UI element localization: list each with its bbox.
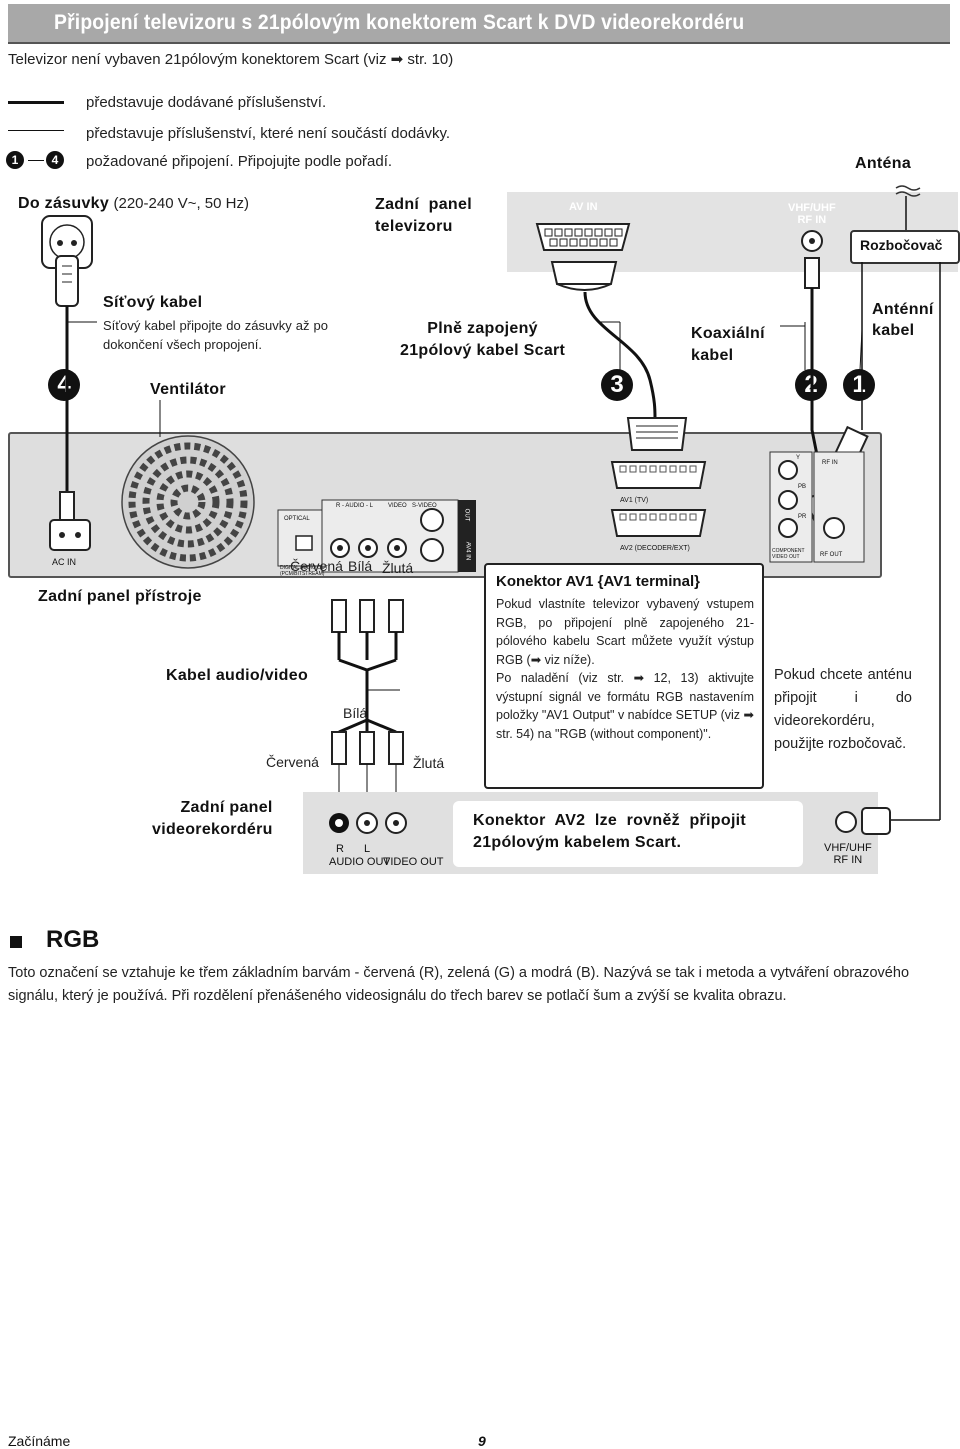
av-cable-plugs-top-icon (331, 599, 404, 660)
white-top-label: Bílá (348, 558, 373, 574)
vcr-rf-in-label: VHF/UHF RF IN (824, 842, 872, 866)
splitter-box: Rozbočovač (850, 230, 960, 264)
red-bottom-label: Červená (266, 754, 319, 770)
out-marking: OUT (463, 508, 470, 522)
solid-line-legend-icon (8, 101, 64, 104)
rf-out-marking: RF OUT (820, 552, 843, 558)
r-audio-l-marking: R - AUDIO - L (336, 503, 374, 509)
y-marking: Y (796, 455, 801, 461)
legend-step-to-icon: 4 (46, 151, 64, 169)
splitter-note: Pokud chcete anténu připojit i do videor… (774, 667, 912, 752)
tv-rear-label: Zadní panel televizoru (375, 196, 472, 235)
thin-line-legend-icon (8, 130, 64, 131)
rgb-bullet-icon (10, 936, 22, 948)
av1-info-box: Konektor AV1 {AV1 terminal} Pokud vlastn… (484, 563, 764, 789)
fan-grille-icon (121, 400, 255, 569)
antenna-icon (895, 185, 921, 230)
av2-note-box: Konektor AV2 lze rovněž připojit 21pólov… (453, 801, 803, 867)
rgb-heading: RGB (46, 926, 100, 953)
pr-marking: PR (798, 514, 807, 520)
page-number: 9 (478, 1433, 486, 1449)
tv-scart-socket-icon (535, 223, 631, 251)
step-4-icon: 4 (48, 369, 80, 401)
recorder-rear-label: Zadní panel přístroje (38, 588, 202, 605)
yellow-top-label: Žlutá (382, 560, 414, 576)
white-mid-label: Bílá (343, 705, 368, 721)
optical-marking: OPTICAL (284, 516, 310, 522)
scart-cable-label: Plně zapojený 21pólový kabel Scart (400, 320, 566, 359)
digital-audio-out-marking: DIGITAL AUDIO OUT (PCM/BITSTREAM) (280, 565, 328, 577)
av-cable-plugs-bottom-icon (331, 731, 404, 808)
s-video-marking: S-VIDEO (412, 503, 437, 509)
legend-range-text: požadované připojení. Připojujte podle p… (86, 153, 393, 170)
av1-tv-marking: AV1 (TV) (620, 497, 649, 504)
av2-note-text: Konektor AV2 lze rovněž připojit 21pólov… (473, 812, 747, 851)
power-cable-label: Síťový kabel (103, 294, 203, 311)
pb-marking: PB (798, 484, 807, 490)
step-3-icon: 3 (601, 369, 633, 401)
outlet-label: Do zásuvky (220-240 V~, 50 Hz) (18, 195, 249, 212)
av-cable-label: Kabel audio/video (166, 667, 309, 684)
coax-cable-label: Koaxiální kabel (691, 325, 765, 364)
yellow-bottom-label: Žlutá (413, 755, 445, 771)
legend-thin-text: představuje příslušenství, které není so… (86, 125, 451, 142)
fan-label: Ventilátor (150, 381, 226, 398)
legend-solid-text: představuje dodávané příslušenství. (86, 94, 327, 111)
component-video-out-marking: COMPONENT VIDEO OUT (772, 548, 805, 560)
red-top-label: Červená (290, 558, 343, 574)
av1-info-body: Pokud vlastníte televizor vybavený vstup… (496, 595, 754, 743)
tv-av-in-label: AV IN (569, 201, 598, 213)
page-title-bar: Připojení televizoru s 21pólovým konekto… (8, 4, 950, 44)
ac-in-marking: AC IN (52, 557, 77, 567)
antenna-label: Anténa (855, 155, 912, 172)
video-marking: VIDEO (388, 503, 407, 509)
legend-dash (28, 160, 44, 161)
av1-info-title: Konektor AV1 {AV1 terminal} (496, 573, 700, 590)
footer-section: Začínáme (8, 1433, 71, 1449)
legend-step-from-icon: 1 (6, 151, 24, 169)
vcr-l-label: L (364, 843, 371, 855)
av2-decoder-marking: AV2 (DECODER/EXT) (620, 545, 690, 552)
tv-rf-socket-icon (801, 230, 823, 252)
vcr-r-label: R (336, 843, 344, 855)
splitter-label: Rozbočovač (860, 237, 943, 253)
av1-info-body-1: Pokud vlastníte televizor vybavený vstup… (496, 597, 754, 667)
audio-out-label: AUDIO OUT (329, 856, 391, 868)
rf-in-marking: RF IN (822, 460, 838, 466)
page-subtitle: Televizor není vybaven 21pólovým konekto… (8, 51, 454, 68)
vcr-rear-label: Zadní panel videorekordéru (152, 799, 273, 838)
page-title: Připojení televizoru s 21pólovým konekto… (54, 11, 745, 34)
av1-info-body-2: Po naladění (viz str. ➡ 12, 13) aktivujt… (496, 671, 754, 741)
antenna-cable-label: Anténní kabel (872, 301, 934, 339)
av4-in-marking: AV4 IN (464, 541, 471, 561)
rgb-text: Toto označení se vztahuje ke třem základ… (8, 965, 910, 1004)
video-out-label: VIDEO OUT (383, 856, 444, 868)
power-plug-icon (55, 255, 79, 307)
power-cable-note: Síťový kabel připojte do zásuvky až po d… (103, 318, 328, 352)
tv-rf-in-label: VHF/UHF RF IN (788, 202, 836, 226)
